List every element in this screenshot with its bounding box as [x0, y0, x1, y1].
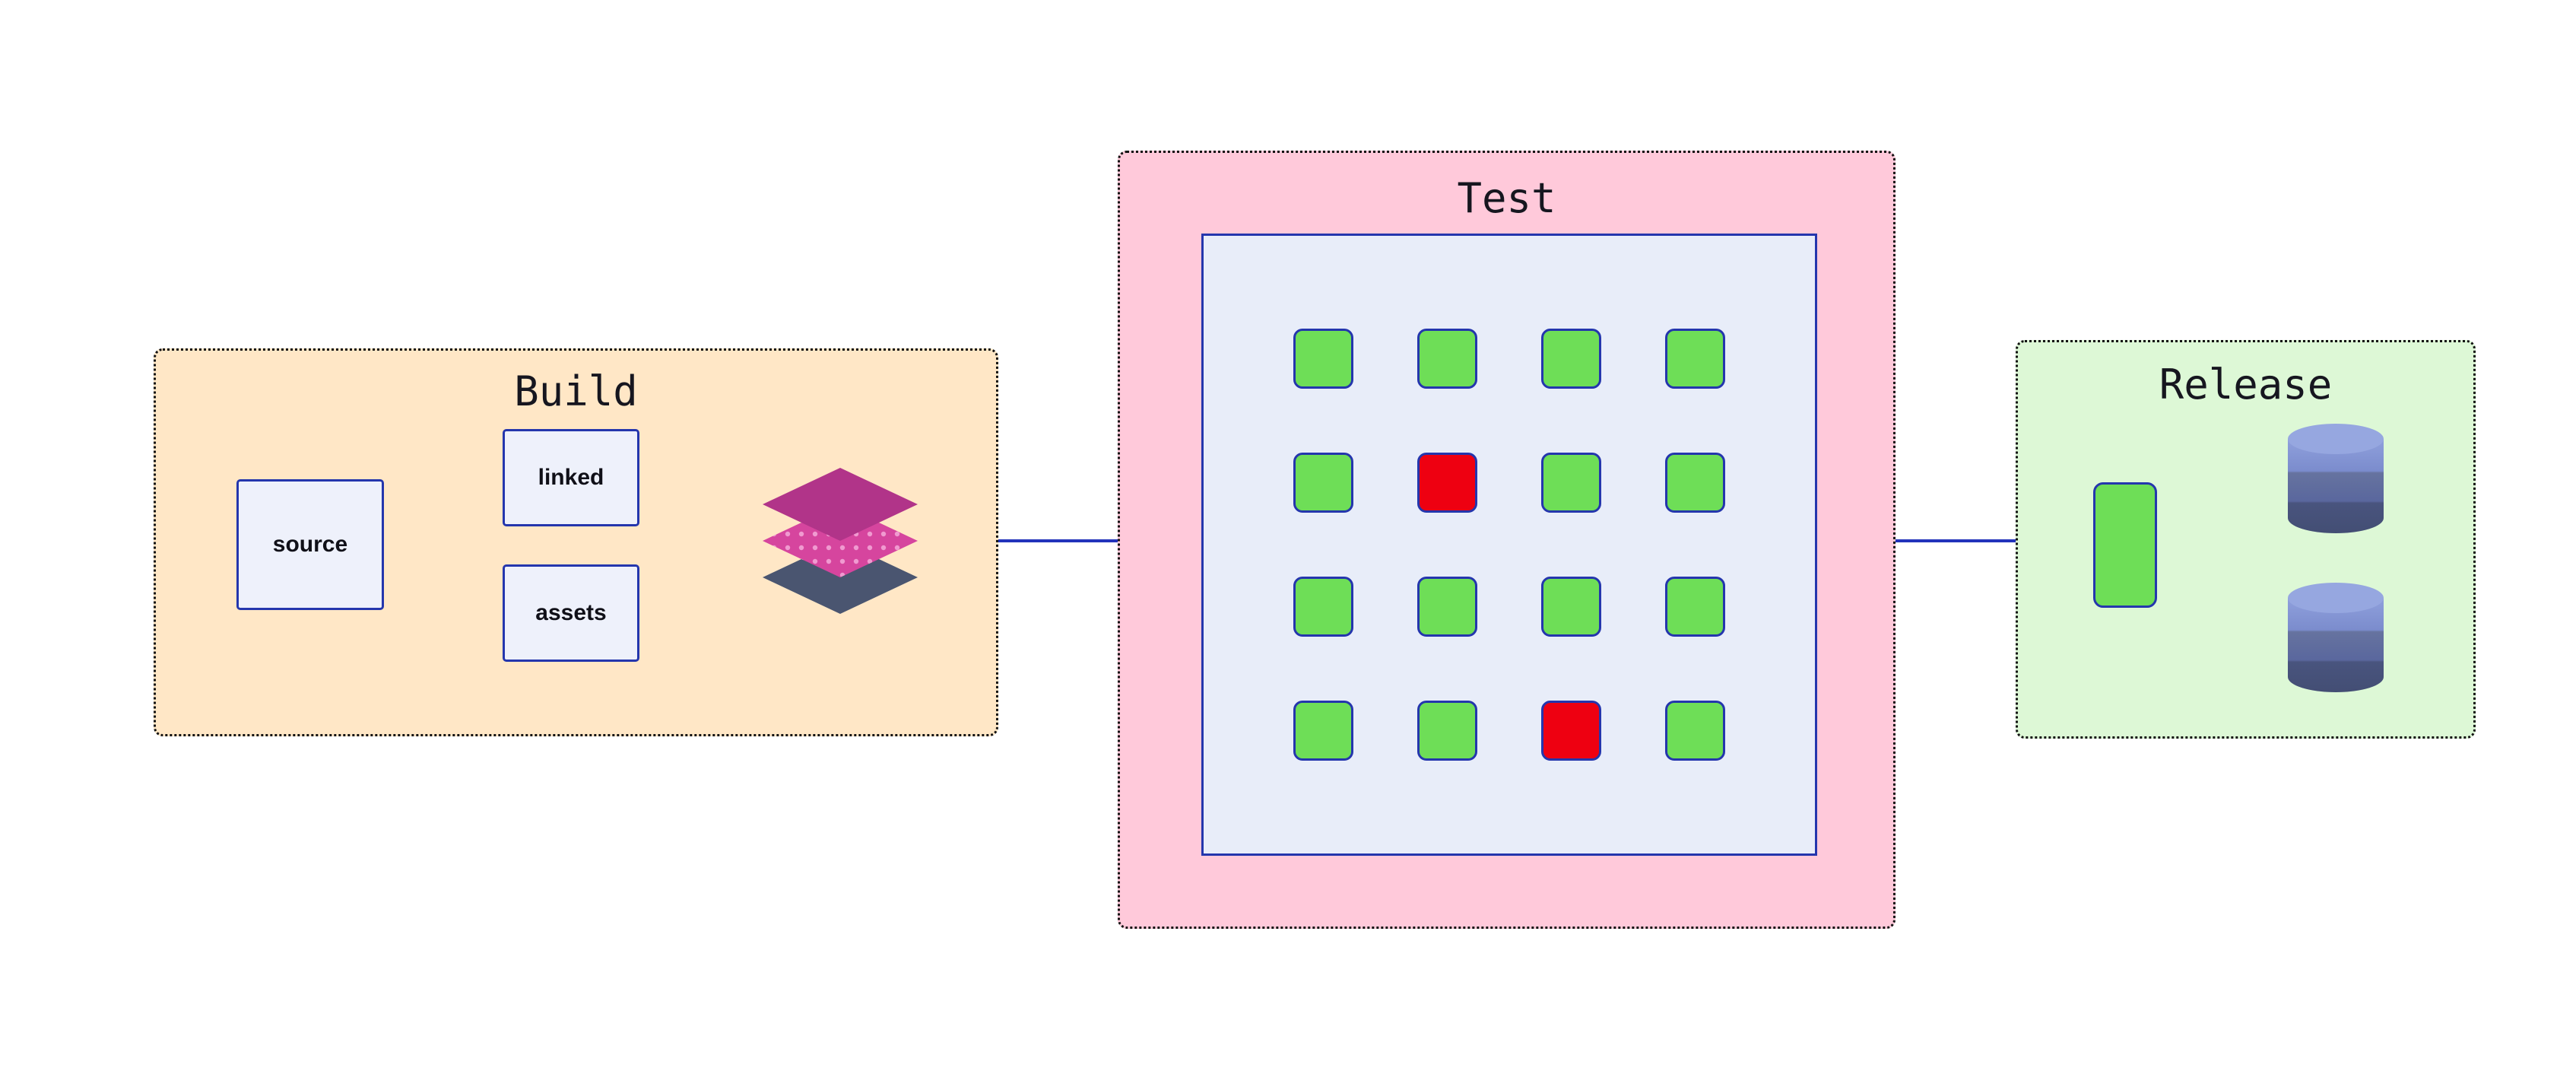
stage-title-build: Build — [514, 367, 638, 415]
test-cell-pass — [1541, 329, 1601, 389]
layers-stack-icon — [763, 468, 918, 614]
test-cell-pass — [1665, 329, 1725, 389]
test-cell-fail — [1417, 453, 1477, 513]
test-cell-pass — [1665, 577, 1725, 637]
test-cell-pass — [1417, 329, 1477, 389]
node-assets: assets — [503, 564, 639, 662]
database-icon-2 — [2288, 583, 2384, 692]
node-source: source — [236, 479, 384, 610]
stage-test: Test — [1118, 151, 1896, 929]
layer-top — [763, 468, 918, 541]
node-linked: linked — [503, 429, 639, 526]
test-cell-fail — [1541, 701, 1601, 761]
test-grid — [1293, 329, 1725, 761]
test-cell-pass — [1417, 701, 1477, 761]
test-cell-pass — [1665, 453, 1725, 513]
stage-title-release: Release — [2159, 361, 2333, 408]
stage-release: Release — [2016, 340, 2476, 739]
node-assets-label: assets — [535, 600, 607, 625]
test-cell-pass — [1541, 577, 1601, 637]
release-package — [2093, 482, 2157, 608]
database-icon-1 — [2288, 424, 2384, 533]
test-cell-pass — [1293, 577, 1353, 637]
test-cell-pass — [1293, 329, 1353, 389]
test-cell-pass — [1293, 453, 1353, 513]
test-cell-pass — [1541, 453, 1601, 513]
test-cell-pass — [1417, 577, 1477, 637]
test-results-panel — [1201, 234, 1817, 856]
stage-build: Build source linked assets — [154, 348, 998, 736]
node-linked-label: linked — [538, 465, 604, 490]
test-cell-pass — [1665, 701, 1725, 761]
test-cell-pass — [1293, 701, 1353, 761]
node-source-label: source — [272, 532, 348, 557]
stage-title-test: Test — [1457, 174, 1556, 222]
